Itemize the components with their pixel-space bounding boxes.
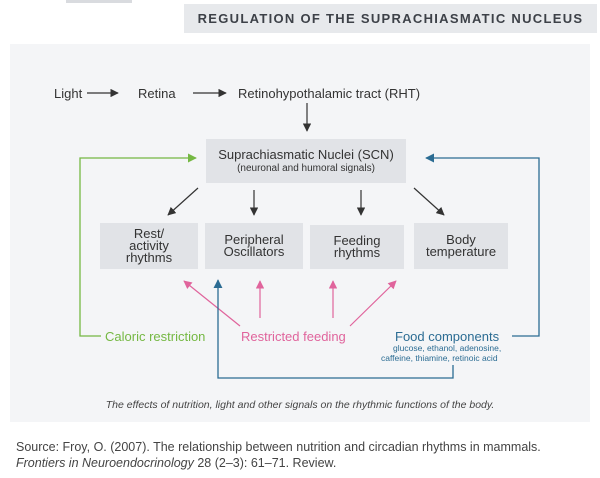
scn-subtitle: (neuronal and humoral signals) <box>237 162 375 174</box>
arrow-food-to-scn <box>425 153 540 337</box>
output-box-body-temperature: Body temperature <box>414 223 508 269</box>
arrow-scn-to-temperature <box>413 187 445 216</box>
arrow-food-to-peripheral <box>213 279 454 379</box>
food-components-detail-1: glucose, ethanol, adenosine, <box>393 343 502 353</box>
label-light: Light <box>54 86 83 101</box>
figure-caption: The effects of nutrition, light and othe… <box>105 399 495 411</box>
label-rht: Retinohypothalamic tract (RHT) <box>238 86 421 101</box>
output-label-line: Oscillators <box>223 244 285 259</box>
output-label-line: temperature <box>425 244 497 259</box>
output-box-rest-activity: Rest/ activity rhythms <box>100 223 198 269</box>
arrow-restricted-to-rest <box>183 280 241 327</box>
output-label-line: Feeding <box>333 233 381 248</box>
source-line-2: Frontiers in Neuroendocrinology 28 (2–3)… <box>16 455 592 471</box>
source-line-1: Source: Froy, O. (2007). The relationshi… <box>16 440 541 454</box>
source-journal: Frontiers in Neuroendocrinology <box>16 456 194 470</box>
figure-title-bar: REGULATION OF THE SUPRACHIASMATIC NUCLEU… <box>184 4 597 33</box>
label-caloric-restriction: Caloric restriction <box>105 329 206 344</box>
output-label-line: Body <box>446 232 476 247</box>
scn-box: Suprachiasmatic Nuclei (SCN) (neuronal a… <box>206 139 406 183</box>
output-box-feeding-rhythms: Feeding rhythms <box>310 225 404 269</box>
label-restricted-feeding: Restricted feeding <box>241 329 346 344</box>
arrow-restricted-to-temperature <box>349 280 397 327</box>
figure-title: REGULATION OF THE SUPRACHIASMATIC NUCLEU… <box>197 11 584 26</box>
source-volume: 28 (2–3): 61–71. Review. <box>193 456 337 470</box>
output-label-line: rhythms <box>333 245 381 260</box>
label-food-components: Food components <box>395 329 500 344</box>
output-label-line: Rest/ <box>133 226 165 241</box>
source-citation: Source: Froy, O. (2007). The relationshi… <box>16 439 592 471</box>
food-components-detail-2: caffeine, thiamine, retinoic acid <box>381 353 498 363</box>
top-decoration-bar <box>66 0 132 3</box>
arrow-caloric-to-scn <box>79 153 197 337</box>
arrow-scn-to-rest <box>167 187 199 216</box>
label-retina: Retina <box>138 86 176 101</box>
output-box-peripheral-oscillators: Peripheral Oscillators <box>205 223 303 269</box>
output-label-line: rhythms <box>125 250 173 265</box>
output-label-line: Peripheral <box>224 232 284 247</box>
output-label-line: activity <box>129 238 169 253</box>
scn-title: Suprachiasmatic Nuclei (SCN) <box>218 146 394 162</box>
